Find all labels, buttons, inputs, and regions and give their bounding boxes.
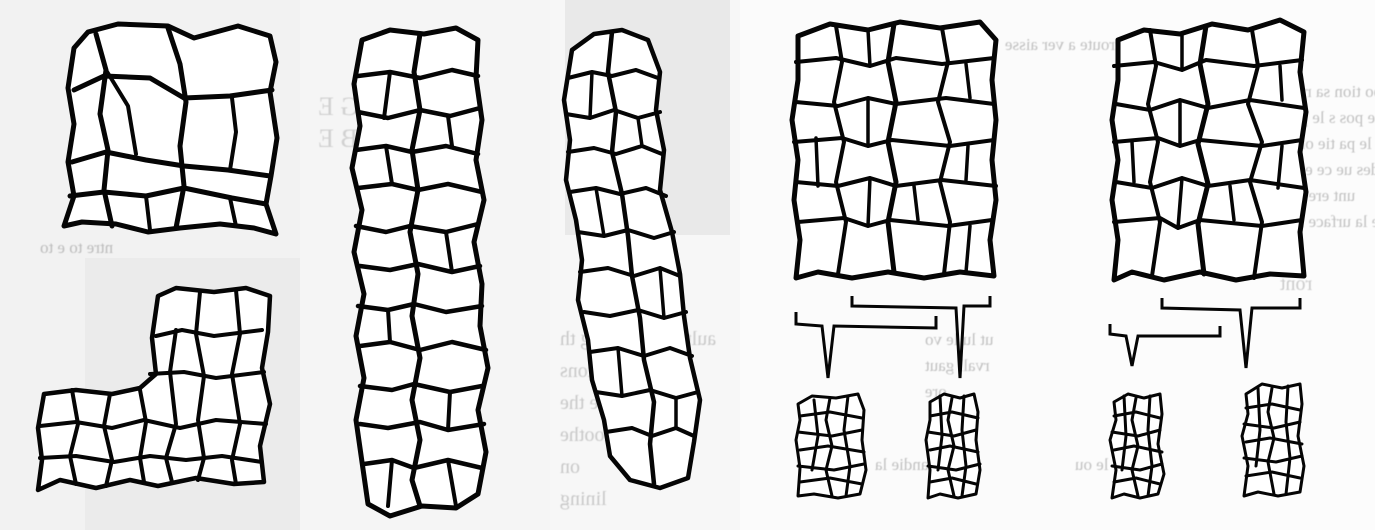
cell-wall (590, 72, 592, 118)
cell-wall (816, 138, 818, 186)
cell-wall (868, 178, 870, 226)
bracket-right (1162, 298, 1300, 368)
bracket-left (1110, 324, 1220, 366)
panel-4-cell-block (792, 22, 996, 278)
panel-4-bracket (796, 296, 990, 378)
cell-wall (448, 392, 450, 430)
cell-wall (868, 30, 870, 66)
cell-wall (388, 310, 390, 342)
panel-1-top-cell-block (64, 24, 277, 234)
panel-5-bracket (1110, 298, 1300, 368)
panel-4-small-columns (796, 394, 980, 498)
bracket-right (852, 296, 990, 378)
panel-3-cell-column (564, 30, 700, 488)
bracket-left (796, 312, 936, 378)
cell-wall (1132, 142, 1134, 182)
panel-2-cell-column (352, 28, 488, 516)
panel-1-bottom-cell-block (38, 288, 270, 490)
cell-wall (966, 146, 968, 180)
panel-5-small-columns (1110, 384, 1304, 498)
cell-wall (1280, 66, 1282, 100)
panel-5-cell-block (1112, 20, 1306, 280)
